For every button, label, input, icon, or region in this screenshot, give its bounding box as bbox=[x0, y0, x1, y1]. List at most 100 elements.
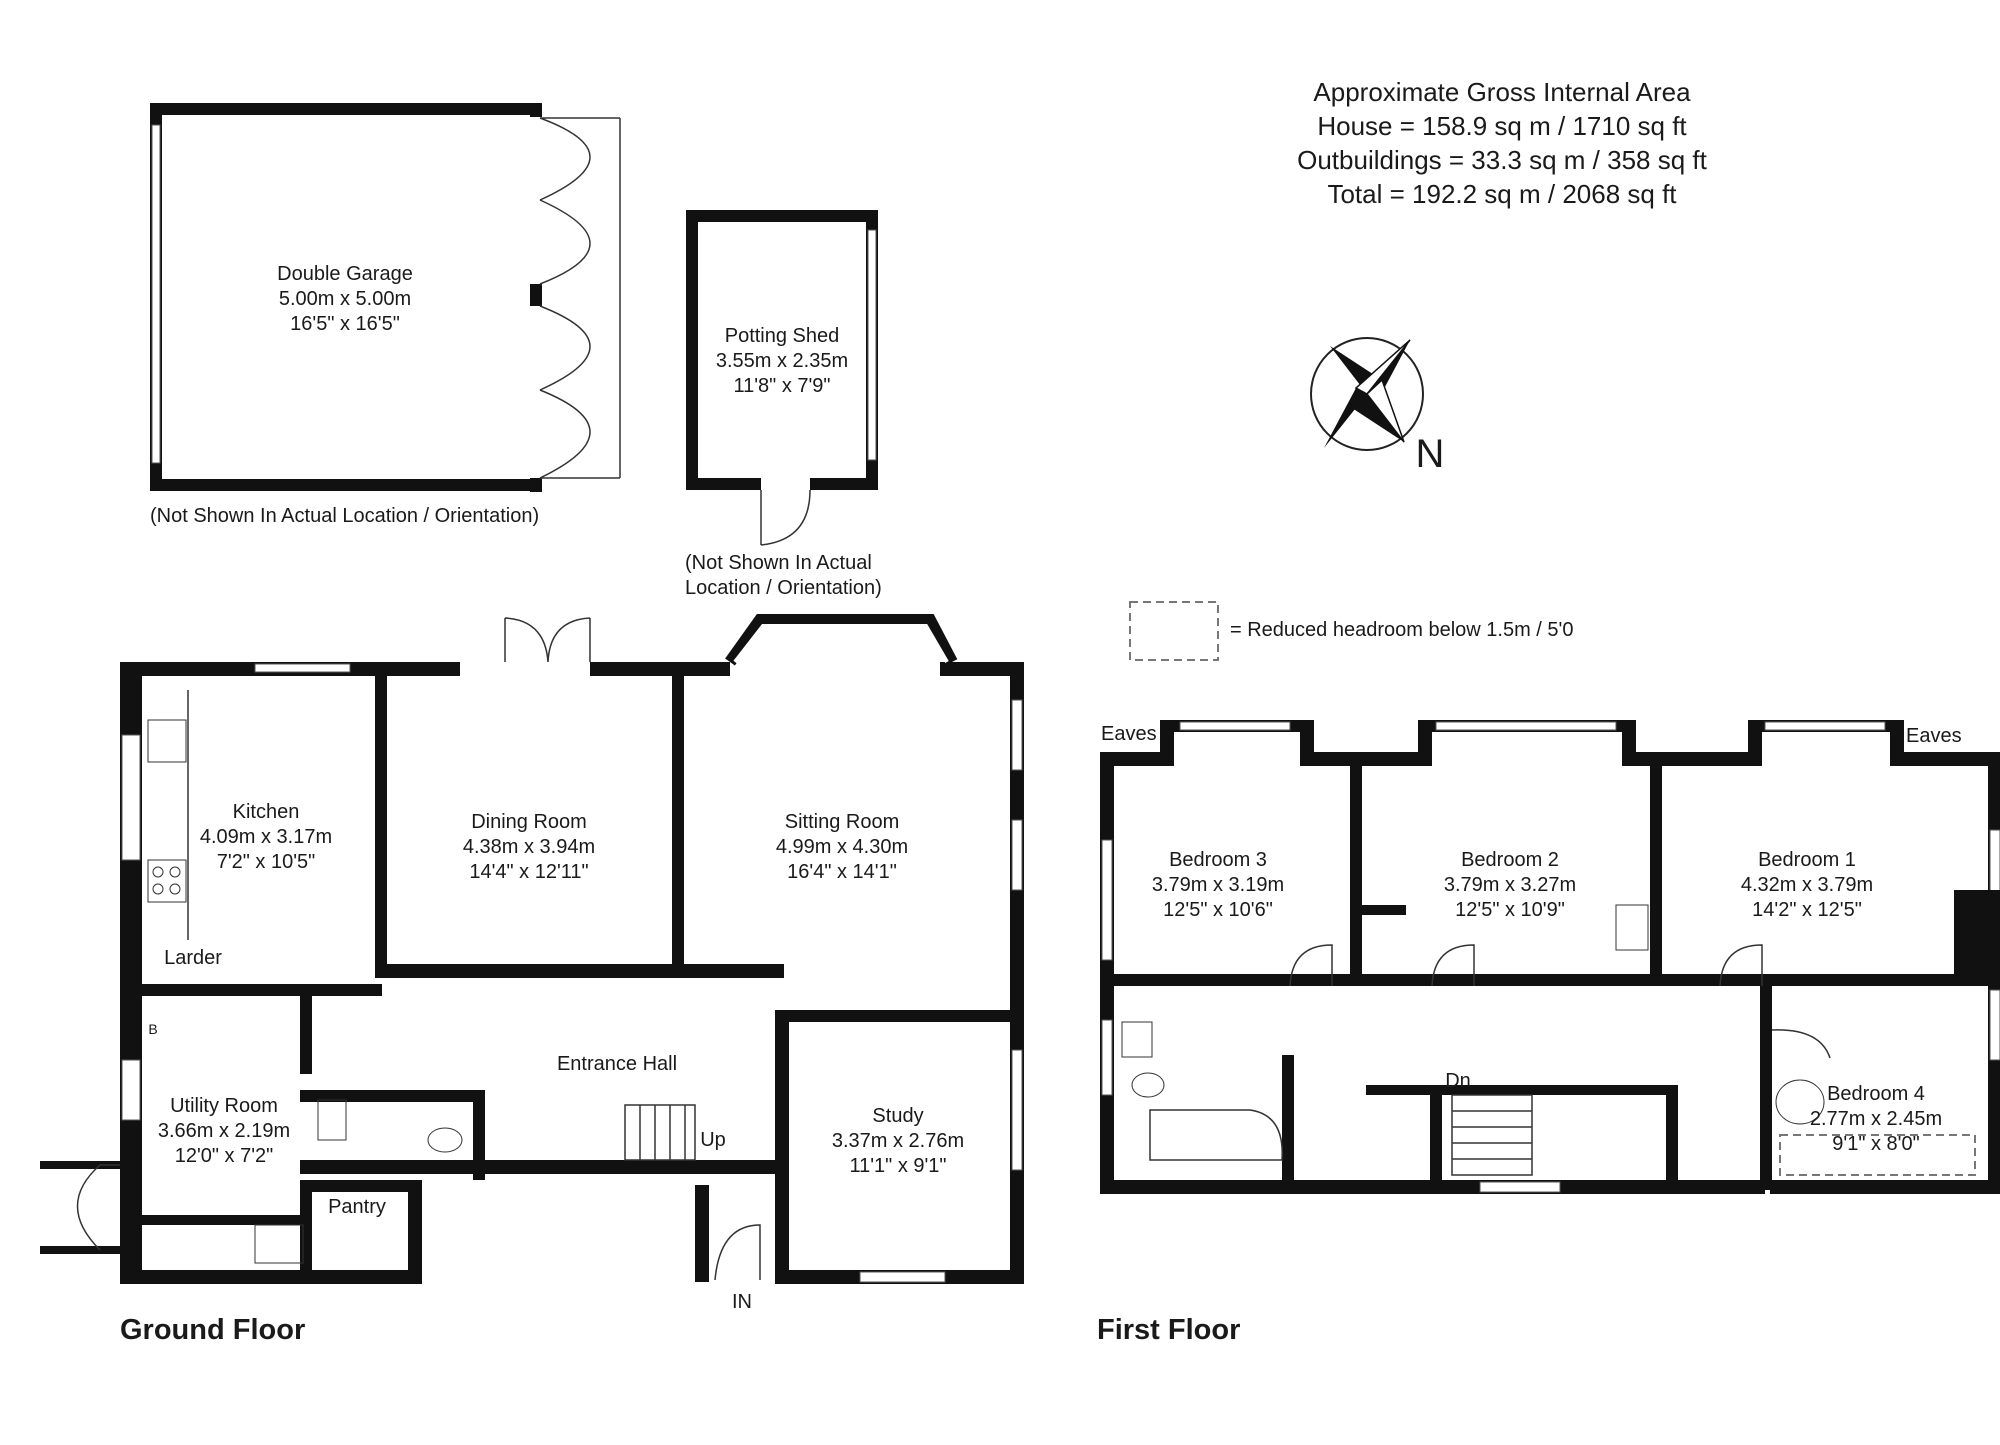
garage-note: (Not Shown In Actual Location / Orientat… bbox=[150, 505, 539, 527]
wall bbox=[1350, 766, 1362, 986]
bed4-imperial: 9'1" x 8'0" bbox=[1832, 1133, 1919, 1155]
dining-imperial: 14'4" x 12'11" bbox=[469, 861, 588, 883]
area-outbuildings: Outbuildings = 33.3 sq m / 358 sq ft bbox=[1297, 145, 1708, 175]
wall bbox=[1770, 1180, 2000, 1194]
bed4-door bbox=[1771, 1029, 1831, 1059]
wall bbox=[775, 1010, 1015, 1022]
study-imperial: 11'1" x 9'1" bbox=[849, 1155, 946, 1177]
front-door bbox=[714, 1224, 761, 1281]
wall bbox=[408, 1190, 422, 1282]
wall bbox=[350, 662, 460, 676]
wall bbox=[530, 103, 542, 117]
kitchen-window bbox=[254, 663, 351, 673]
legend: = Reduced headroom below 1.5m / 5'0 bbox=[1129, 601, 1573, 661]
sitting-side-window bbox=[1011, 819, 1023, 891]
bed2-metric: 3.79m x 3.27m bbox=[1444, 874, 1576, 896]
ground-wc bbox=[427, 1127, 463, 1153]
wall bbox=[686, 210, 878, 222]
bed4-reduced-headroom bbox=[1779, 1134, 1976, 1176]
utility-metric: 3.66m x 2.19m bbox=[158, 1120, 290, 1142]
bed4-basin bbox=[1775, 1079, 1825, 1125]
compass-rose: N bbox=[1310, 337, 1444, 476]
study-window bbox=[1011, 1049, 1023, 1171]
dining-metric: 4.38m x 3.94m bbox=[463, 836, 595, 858]
legend-text: = Reduced headroom below 1.5m / 5'0 bbox=[1230, 619, 1573, 641]
utility-door bbox=[76, 1164, 120, 1251]
wall bbox=[1650, 766, 1662, 986]
garage-imperial: 16'5" x 16'5" bbox=[290, 313, 400, 335]
wall bbox=[590, 662, 730, 676]
shed-note-line2: Location / Orientation) bbox=[685, 577, 882, 599]
wall bbox=[40, 1161, 120, 1254]
compass-point-se bbox=[1352, 394, 1404, 442]
wall bbox=[169, 883, 181, 895]
wall bbox=[1362, 905, 1406, 915]
wall bbox=[120, 1270, 422, 1284]
sitting-metric: 4.99m x 4.30m bbox=[776, 836, 908, 858]
wall bbox=[375, 964, 775, 978]
wall bbox=[152, 866, 164, 878]
bed3-door bbox=[1289, 944, 1333, 987]
study-metric: 3.37m x 2.76m bbox=[832, 1130, 964, 1152]
compass-ring bbox=[1310, 337, 1424, 451]
bath-window bbox=[1101, 1019, 1113, 1096]
garage-door-leaf bbox=[539, 199, 591, 285]
pantry-label: Pantry bbox=[328, 1196, 386, 1218]
shed-door bbox=[760, 489, 811, 546]
bed1-metric: 4.32m x 3.79m bbox=[1741, 874, 1873, 896]
wall bbox=[150, 479, 540, 491]
sitting-bay-window bbox=[725, 614, 958, 666]
bed1-door bbox=[1719, 944, 1763, 987]
bed2-basin bbox=[1615, 904, 1649, 951]
wall bbox=[1114, 974, 1999, 986]
bed2-door bbox=[1431, 944, 1475, 987]
study-name: Study bbox=[872, 1105, 923, 1127]
bath-basin bbox=[1121, 1021, 1153, 1058]
wall bbox=[169, 866, 181, 878]
kitchen-name: Kitchen bbox=[233, 801, 300, 823]
wall bbox=[733, 624, 949, 664]
stairs-down-label: Dn bbox=[1445, 1070, 1471, 1092]
potting-shed: Potting Shed 3.55m x 2.35m 11'8" x 7'9" … bbox=[685, 210, 882, 599]
wall bbox=[473, 1090, 485, 1180]
bed1-name: Bedroom 1 bbox=[1758, 849, 1856, 871]
bed2-imperial: 12'5" x 10'9" bbox=[1455, 899, 1565, 921]
bed4-name: Bedroom 4 bbox=[1827, 1083, 1925, 1105]
wall bbox=[810, 478, 878, 490]
garage-door-leaf bbox=[539, 305, 591, 391]
shed-window bbox=[867, 229, 877, 461]
dining-name: Dining Room bbox=[471, 811, 587, 833]
wall bbox=[1954, 890, 2000, 974]
wall bbox=[142, 1215, 307, 1225]
garage-name: Double Garage bbox=[277, 263, 413, 285]
bed4-metric: 2.77m x 2.45m bbox=[1810, 1108, 1942, 1130]
compass-point-ne-light bbox=[1354, 339, 1411, 395]
area-summary: Approximate Gross Internal Area House = … bbox=[1297, 77, 1708, 209]
bed2-name: Bedroom 2 bbox=[1461, 849, 1559, 871]
wall bbox=[686, 478, 761, 490]
boiler-label: B bbox=[148, 1021, 157, 1037]
utility-window bbox=[121, 1059, 141, 1121]
shed-name: Potting Shed bbox=[725, 325, 840, 347]
bed2-window bbox=[1435, 721, 1617, 731]
sitting-side-window bbox=[1011, 699, 1023, 771]
sitting-name: Sitting Room bbox=[785, 811, 900, 833]
kitchen-metric: 4.09m x 3.17m bbox=[200, 826, 332, 848]
wall bbox=[1430, 1085, 1442, 1190]
first-wc bbox=[1131, 1072, 1165, 1098]
wall bbox=[686, 210, 698, 490]
reduced-headroom-swatch bbox=[1129, 601, 1219, 661]
wall bbox=[1300, 752, 1420, 766]
study-front-window bbox=[859, 1271, 946, 1283]
bed1-imperial: 14'2" x 12'5" bbox=[1752, 899, 1862, 921]
hall-label: Entrance Hall bbox=[557, 1053, 677, 1075]
staircase-down bbox=[1451, 1094, 1533, 1176]
wall bbox=[1760, 980, 1772, 1190]
bath-tub bbox=[1149, 1109, 1283, 1161]
wall bbox=[695, 1185, 709, 1282]
kitchen-hob bbox=[147, 859, 187, 903]
wall bbox=[1622, 752, 1750, 766]
bed1-window bbox=[1764, 721, 1886, 731]
garage-window bbox=[151, 124, 161, 464]
